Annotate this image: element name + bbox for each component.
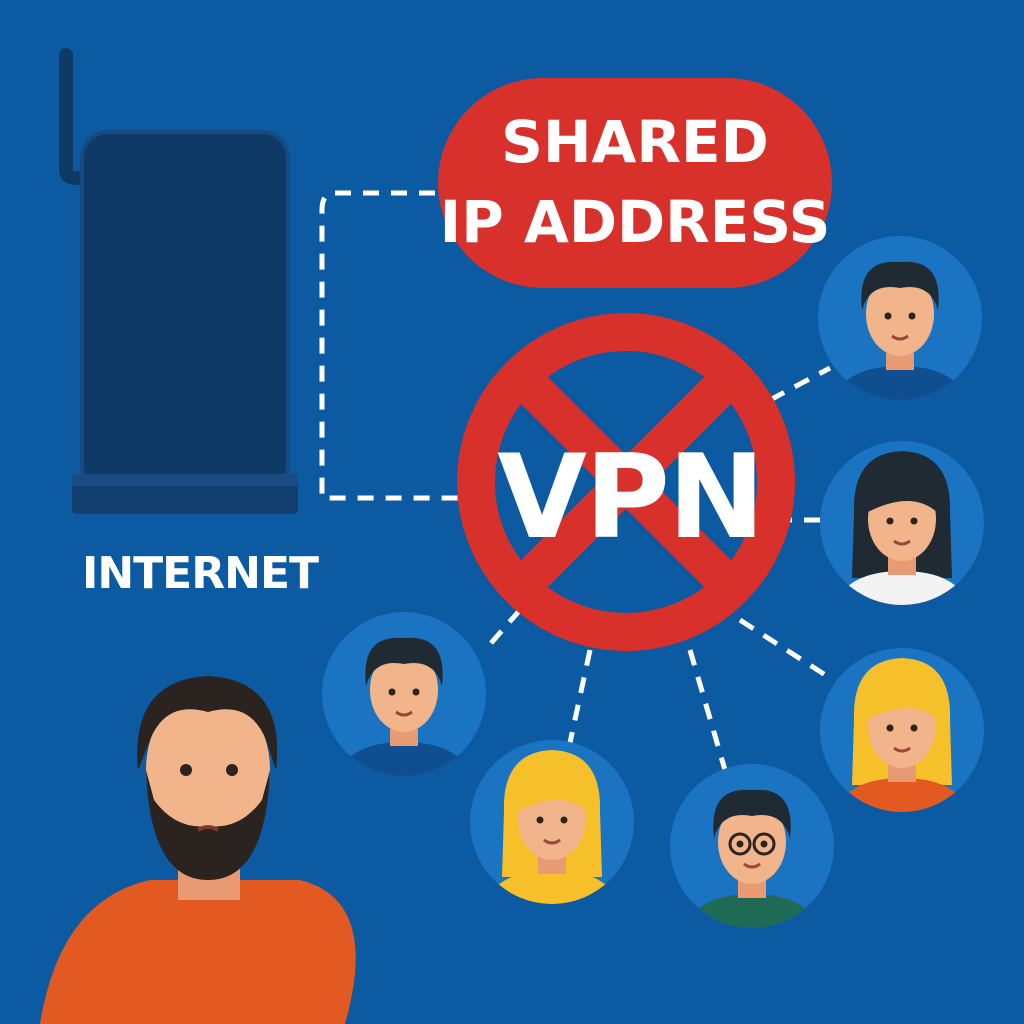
user-avatar-5 [470, 740, 634, 904]
dashed-connectors [319, 190, 832, 771]
user-avatar-1 [818, 236, 982, 400]
user-avatar-4 [322, 612, 486, 776]
badge-line-2: IP ADDRESS [439, 188, 831, 256]
bearded-man-figure [40, 676, 356, 1024]
user-avatar-6 [670, 764, 834, 928]
vpn-label: VPN [497, 430, 765, 565]
router-icon [59, 48, 298, 514]
shared-ip-badge [438, 78, 832, 288]
user-avatars [322, 236, 984, 928]
internet-label: INTERNET [81, 548, 319, 599]
prohibition-sign-icon [457, 313, 795, 651]
user-avatar-2 [820, 441, 984, 605]
badge-line-1: SHARED [501, 108, 769, 176]
user-avatar-3 [820, 648, 984, 812]
